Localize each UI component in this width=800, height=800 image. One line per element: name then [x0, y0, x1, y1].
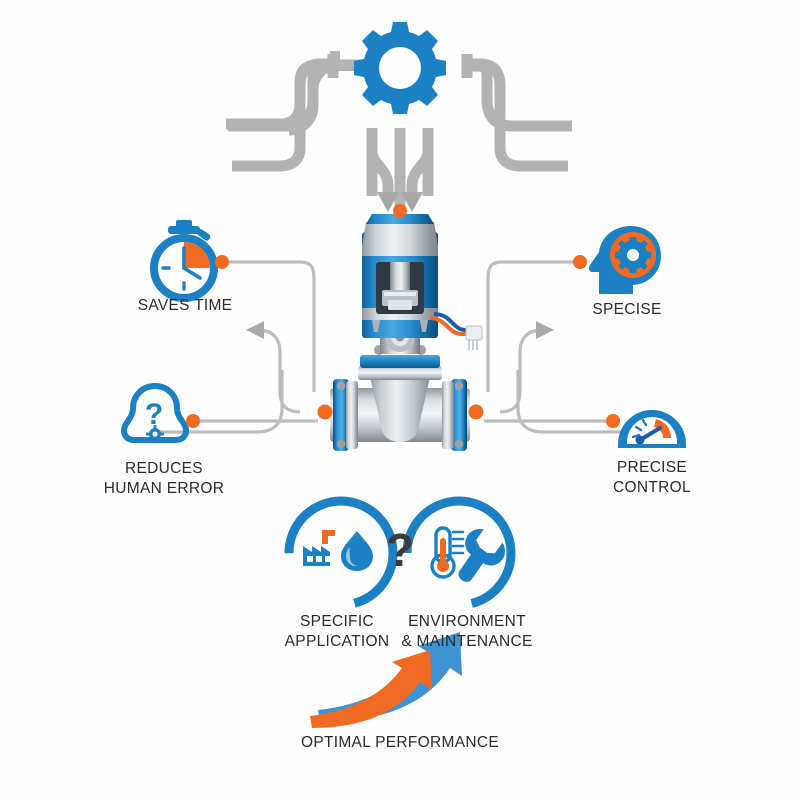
- gauge-needle-hub: [635, 435, 645, 445]
- dot-actuator-top: [393, 204, 407, 218]
- connector-dots: [186, 204, 620, 428]
- dot-valve-left: [317, 404, 333, 420]
- ring-specific-application: [284, 496, 398, 610]
- node-precise-control[interactable]: [590, 390, 715, 490]
- valve-bonnet-flange: [358, 366, 442, 380]
- pipe-right-loop: [464, 60, 572, 132]
- arrow-head-left: [246, 321, 264, 339]
- water-drop-highlight: [346, 547, 358, 567]
- pipe-noop3: [200, 100, 228, 126]
- top-flow-diagram: [200, 22, 572, 222]
- gauge-icon: [618, 410, 686, 448]
- pipe-right-bracket: [465, 58, 568, 172]
- wrench-icon: [458, 528, 506, 582]
- stopwatch-ticks: [161, 266, 186, 291]
- label-precise-control: PRECISE CONTROL: [613, 459, 691, 496]
- node-specific-application[interactable]: [285, 498, 400, 648]
- arrow-head-right: [536, 321, 554, 339]
- node-environment-maintenance[interactable]: [402, 498, 520, 648]
- wire-connector: [465, 325, 483, 350]
- connector-saves-time: [228, 260, 316, 392]
- brain-gear: [615, 237, 651, 273]
- gear-icon: [354, 22, 446, 114]
- node-optimal-performance[interactable]: [285, 660, 515, 760]
- thermometer-icon: [430, 526, 465, 579]
- ring-environment-maintenance: [402, 496, 516, 610]
- valve-cone-body: [368, 368, 432, 442]
- actuator-inner-gear-teeth: [384, 292, 416, 296]
- label-environment-maintenance: ENVIRONMENT & MAINTENANCE: [401, 613, 533, 650]
- actuator-inner-shaft: [390, 262, 410, 292]
- actuator-dome: [366, 214, 434, 224]
- thermometer-scale: [451, 530, 465, 555]
- gauge-arc: [654, 419, 672, 438]
- wrench-shape: [458, 528, 506, 582]
- pipe-left-bracket: [232, 58, 335, 172]
- factory-window-3: [325, 556, 331, 562]
- connector-right-arrow-branch: [499, 328, 543, 414]
- actuator-upper-band: [362, 246, 438, 256]
- valve-left-flange: [333, 379, 349, 451]
- thermometer-mercury: [440, 538, 446, 564]
- valve-left-flange-face: [346, 381, 358, 449]
- considerations-rings: [284, 496, 516, 610]
- factory-window-1: [307, 556, 313, 562]
- node-top-flow-gear[interactable]: [330, 15, 475, 130]
- actuator-foot-right: [420, 320, 428, 332]
- stopwatch-hand-hour: [182, 266, 202, 280]
- arrow-orange: [310, 650, 432, 728]
- label-specific-application: SPECIFIC APPLICATION: [284, 613, 390, 650]
- connector-lines: [160, 260, 640, 434]
- rising-arrows-icon: [310, 632, 462, 728]
- connector-left-arrow-branch: [257, 328, 301, 414]
- dot-valve-right: [468, 404, 484, 420]
- label-reduces-human-error: REDUCES HUMAN ERROR: [103, 460, 225, 497]
- arrow-head-down-left: [377, 192, 399, 212]
- dot-reduces-human-error: [186, 414, 200, 428]
- head-question-gear-icon: ?: [121, 382, 189, 443]
- arrow-head-down-right: [401, 192, 423, 212]
- valve-bonnet-flange-blue: [360, 355, 440, 368]
- stopwatch-elapsed-wedge: [184, 242, 210, 268]
- stopwatch-side-button: [197, 229, 211, 241]
- label-saves-time: SAVES TIME: [137, 297, 233, 314]
- question-mark-symbol: ?: [386, 524, 414, 576]
- head-brain-gear-icon: [588, 226, 661, 294]
- control-valve-assembly: [330, 214, 483, 451]
- head-small-gear: [146, 425, 164, 443]
- connector-left-sweep: [160, 370, 284, 434]
- dot-precise-control: [606, 414, 620, 428]
- node-saves-time[interactable]: [130, 228, 250, 318]
- label-specise: SPECISE: [592, 301, 662, 318]
- water-drop-icon: [341, 531, 373, 571]
- valve-right-flange-face: [442, 381, 454, 449]
- stopwatch-ring: [150, 234, 218, 302]
- node-specise[interactable]: [575, 228, 695, 318]
- stopwatch-top-bar: [168, 226, 200, 234]
- valve-right-flange: [451, 379, 467, 451]
- valve-flange-bolts: [336, 381, 464, 449]
- connector-specise: [486, 260, 574, 392]
- head-question-mark: ?: [145, 398, 163, 431]
- label-optimal-performance: OPTIMAL PERFORMANCE: [300, 734, 500, 751]
- arrow-cross-right-shaft: [406, 128, 434, 196]
- dot-specise: [573, 255, 587, 269]
- actuator-top-cap: [362, 222, 438, 246]
- factory-window-2: [316, 556, 322, 562]
- actuator-inner-block: [388, 300, 412, 310]
- actuator-foot-left: [372, 320, 380, 332]
- thermometer-bulb-fill: [437, 560, 449, 572]
- node-reduces-human-error[interactable]: [110, 385, 230, 485]
- dot-saves-time: [215, 255, 229, 269]
- connector-right-sweep: [516, 370, 640, 434]
- stopwatch-icon: [150, 220, 218, 302]
- factory-chimney: [322, 530, 335, 544]
- factory-icon: [303, 530, 335, 566]
- gauge-ticks: [631, 418, 648, 439]
- wire-orange: [429, 316, 470, 336]
- arrow-cross-left-shaft: [366, 128, 394, 196]
- node-control-valve[interactable]: [330, 205, 480, 455]
